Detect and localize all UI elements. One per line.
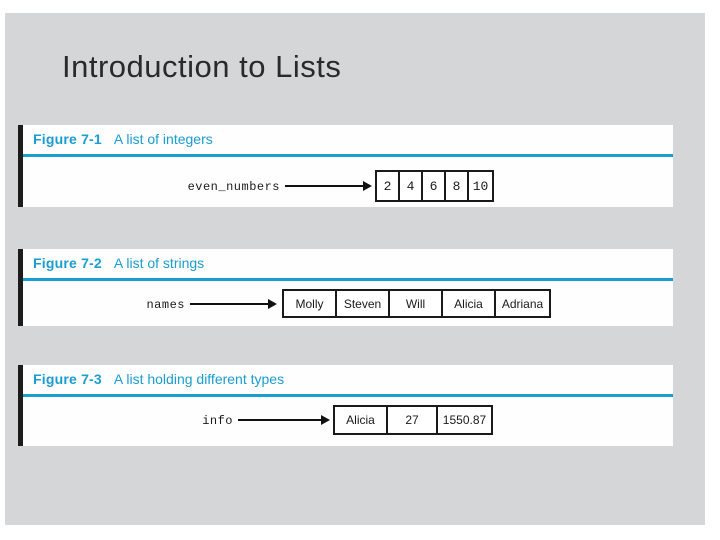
variable-name-label: names — [146, 298, 185, 312]
figure-header: Figure 7-2 A list of strings — [33, 255, 204, 273]
slide: Introduction to Lists Figure 7-1 A list o… — [5, 13, 705, 525]
arrow-line — [285, 185, 364, 187]
arrow-head-icon — [363, 181, 372, 191]
reference-arrow — [238, 415, 330, 425]
list-cell: 4 — [400, 172, 423, 200]
list-cell: Alicia — [335, 407, 388, 433]
figure-label: Figure 7-3 — [33, 371, 102, 387]
list-cell: 6 — [423, 172, 446, 200]
variable-name-label: info — [202, 414, 233, 428]
reference-arrow — [190, 299, 277, 309]
list-boxes: Alicia 27 1550.87 — [333, 405, 493, 435]
list-cell: Alicia — [443, 291, 496, 316]
list-cell: Will — [390, 291, 443, 316]
figure-left-bar — [18, 249, 23, 326]
list-cell: 1550.87 — [442, 413, 487, 427]
figure-rule — [23, 394, 673, 397]
figure-label: Figure 7-2 — [33, 255, 102, 271]
slide-title: Introduction to Lists — [62, 49, 342, 84]
figure-rule — [23, 278, 673, 281]
list-cell: 27 — [388, 407, 438, 433]
list-cell: 10 — [472, 178, 489, 194]
arrow-head-icon — [268, 299, 277, 309]
list-cell: Molly — [284, 291, 337, 316]
arrow-line — [190, 303, 269, 305]
figure-panel-7-3: Figure 7-3 A list holding different types… — [18, 365, 673, 446]
list-boxes: Molly Steven Will Alicia Adriana — [282, 289, 551, 318]
arrow-head-icon — [321, 415, 330, 425]
list-cell: Adriana — [501, 296, 544, 311]
figure-header: Figure 7-1 A list of integers — [33, 131, 213, 149]
variable-name-label: even_numbers — [187, 180, 280, 194]
figure-panel-7-1: Figure 7-1 A list of integers even_number… — [18, 125, 673, 207]
list-boxes: 2 4 6 8 10 — [375, 170, 494, 202]
figure-caption: A list of strings — [113, 255, 205, 271]
reference-arrow — [285, 181, 372, 191]
figure-caption: A list holding different types — [113, 371, 285, 387]
figure-panel-7-2: Figure 7-2 A list of strings names Molly … — [18, 249, 673, 326]
figure-left-bar — [18, 365, 23, 446]
list-cell: 2 — [377, 172, 400, 200]
figure-caption: A list of integers — [113, 131, 213, 147]
figure-rule — [23, 154, 673, 157]
figure-header: Figure 7-3 A list holding different types — [33, 371, 284, 389]
figure-left-bar — [18, 125, 23, 207]
figure-label: Figure 7-1 — [33, 131, 102, 147]
arrow-line — [238, 419, 322, 421]
list-cell: Steven — [337, 291, 390, 316]
list-cell: 8 — [446, 172, 469, 200]
